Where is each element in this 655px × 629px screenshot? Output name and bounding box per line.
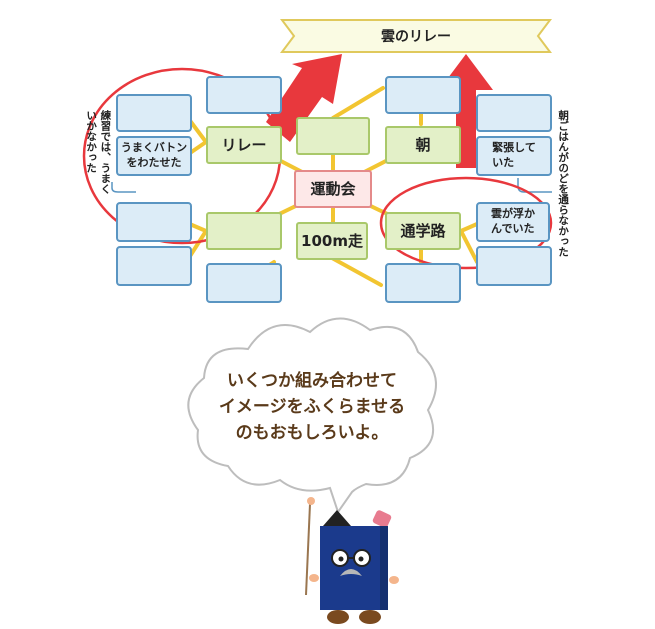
branch-node-race: 100m走: [296, 222, 368, 260]
vertical-note-left: 練習では、うまくいかなかった: [85, 110, 112, 194]
leaf-node-nervous: 緊張していた: [476, 136, 552, 176]
mascot-book-character: [305, 497, 399, 624]
leaf-node-empty: [385, 263, 461, 303]
empty-node-top: [296, 117, 370, 155]
branch-node-commute: 通学路: [385, 212, 461, 250]
leaf-node-empty: [385, 76, 461, 114]
center-node: 運動会: [294, 170, 372, 208]
leaf-node-clouds: 雲が浮かんでいた: [476, 202, 550, 242]
empty-node-left: [206, 212, 282, 250]
leaf-node-empty: [116, 246, 192, 286]
vertical-note-right: 朝ごはんがのどを通らなかった: [557, 110, 570, 257]
map-title: 雲のリレー: [381, 29, 451, 45]
title-banner-shape: [280, 19, 552, 53]
leaf-node-empty: [206, 263, 282, 303]
leaf-node-empty: [206, 76, 282, 114]
leaf-node-empty: [116, 202, 192, 242]
leaf-node-baton: うまくバトンをわたせた: [116, 136, 192, 176]
leaf-node-empty: [476, 246, 552, 286]
arrow-left-icon: [266, 54, 342, 142]
leaf-node-empty: [116, 94, 192, 132]
branch-node-relay: リレー: [206, 126, 282, 164]
highlight-ellipse-right: [379, 176, 553, 270]
branch-node-morning: 朝: [385, 126, 461, 164]
speech-bubble: [187, 317, 437, 515]
leaf-node-empty: [476, 94, 552, 132]
callout-line-left: [111, 182, 136, 193]
speech-text: いくつか組み合わせて イメージをふくらませる のもおもしろいよ。: [218, 371, 406, 443]
